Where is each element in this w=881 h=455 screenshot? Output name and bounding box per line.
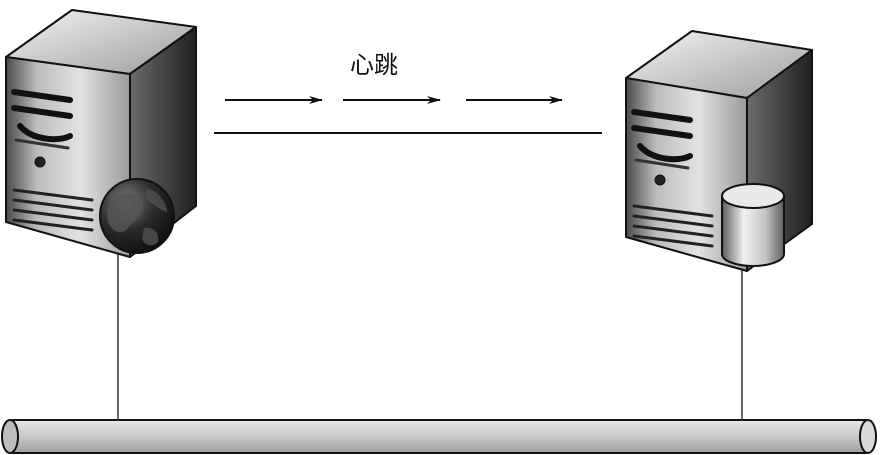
vent-icon xyxy=(632,204,714,248)
drive-bay-icon xyxy=(631,109,693,170)
web-server xyxy=(5,9,197,258)
database-server xyxy=(625,30,813,272)
globe-icon xyxy=(99,178,175,254)
drive-bay-icon xyxy=(11,89,73,150)
heartbeat-label: 心跳 xyxy=(350,51,398,79)
power-button-icon xyxy=(34,156,46,168)
database-icon xyxy=(721,183,785,267)
vent-icon xyxy=(12,188,94,232)
power-button-icon xyxy=(654,174,666,186)
network-bus xyxy=(1,419,877,454)
